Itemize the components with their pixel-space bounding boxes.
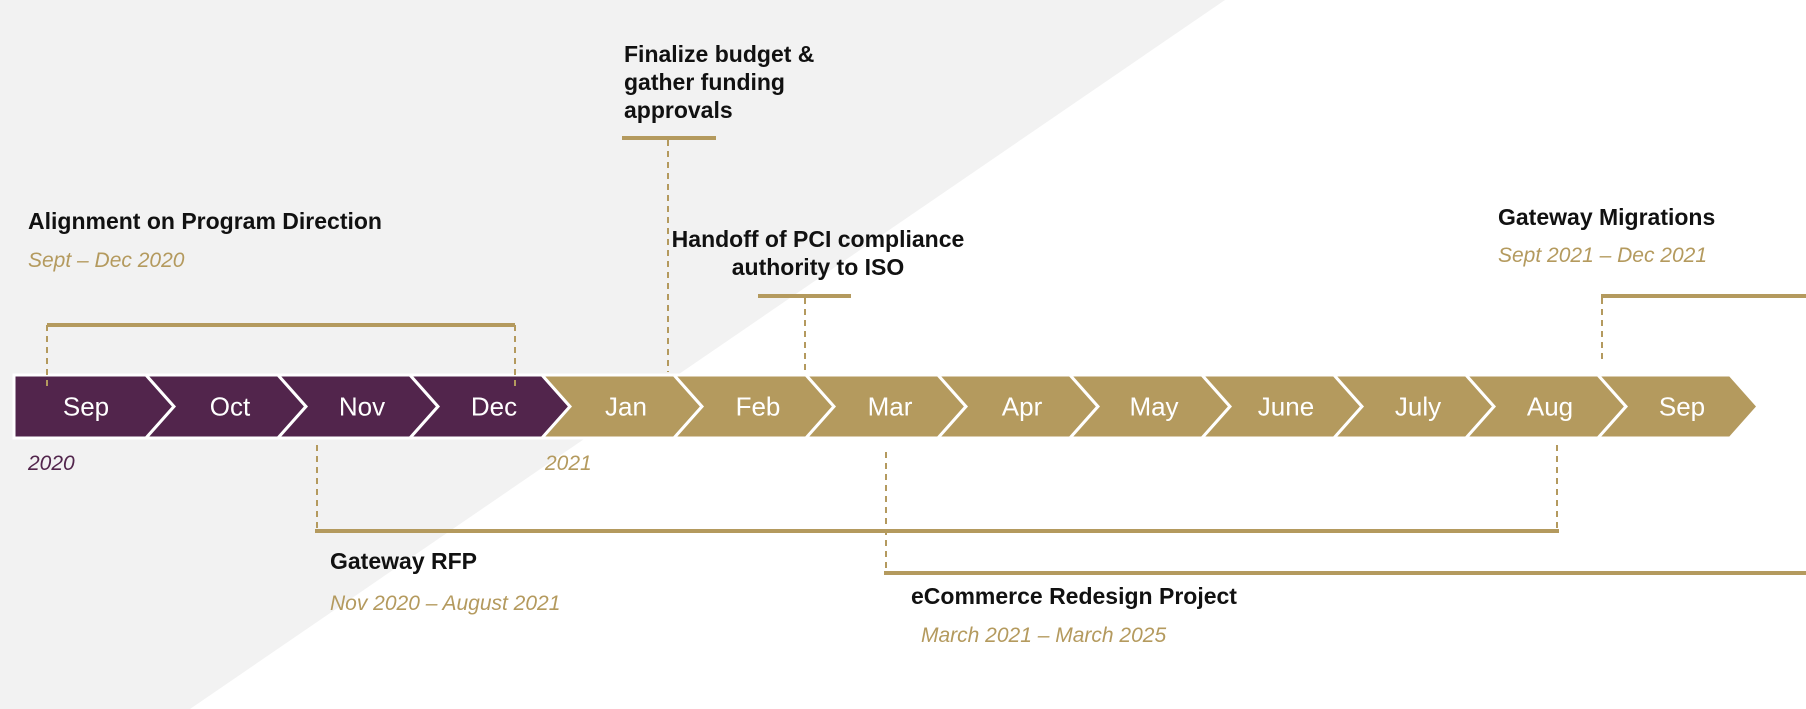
month-label: Dec <box>471 392 517 422</box>
ecommerce-dates: March 2021 – March 2025 <box>921 624 1167 647</box>
year-label-2020: 2020 <box>28 452 75 475</box>
gateway-migrations-title: Gateway Migrations <box>1498 204 1716 230</box>
budget-title-line-2: gather funding <box>624 69 785 95</box>
month-label: July <box>1395 392 1441 422</box>
gateway-migrations-dates: Sept 2021 – Dec 2021 <box>1498 244 1707 267</box>
month-label: Oct <box>210 392 251 422</box>
gateway-rfp-dates: Nov 2020 – August 2021 <box>330 592 561 615</box>
alignment-dates: Sept – Dec 2020 <box>28 249 185 272</box>
month-label: June <box>1258 392 1314 422</box>
month-label: Aug <box>1527 392 1573 422</box>
year-label-2021: 2021 <box>545 452 592 475</box>
month-label: Jan <box>605 392 647 422</box>
budget-title: Finalize budget & gather funding approva… <box>624 40 814 124</box>
milestone-connectors <box>46 136 1806 575</box>
month-label: Feb <box>736 392 781 422</box>
month-label: Sep <box>1659 392 1705 422</box>
month-chevrons: Sep Oct Nov Dec Jan Feb Mar Apr May June July Aug Se… <box>12 373 1761 440</box>
month-chevron <box>1594 373 1761 440</box>
month-label: Mar <box>868 392 913 422</box>
pci-title-line-1: Handoff of PCI compliance <box>671 226 965 252</box>
budget-title-line-3: approvals <box>624 97 733 123</box>
pci-title-line-2: authority to ISO <box>731 254 905 280</box>
ecommerce-title: eCommerce Redesign Project <box>911 583 1237 609</box>
month-label: Apr <box>1002 392 1043 422</box>
month-label: May <box>1129 392 1178 422</box>
pci-title: Handoff of PCI compliance authority to I… <box>668 225 968 281</box>
month-label: Sep <box>63 392 109 422</box>
alignment-title: Alignment on Program Direction <box>28 208 382 234</box>
budget-title-line-1: Finalize budget & <box>624 41 815 67</box>
gateway-rfp-title: Gateway RFP <box>330 548 477 574</box>
month-label: Nov <box>339 392 385 422</box>
